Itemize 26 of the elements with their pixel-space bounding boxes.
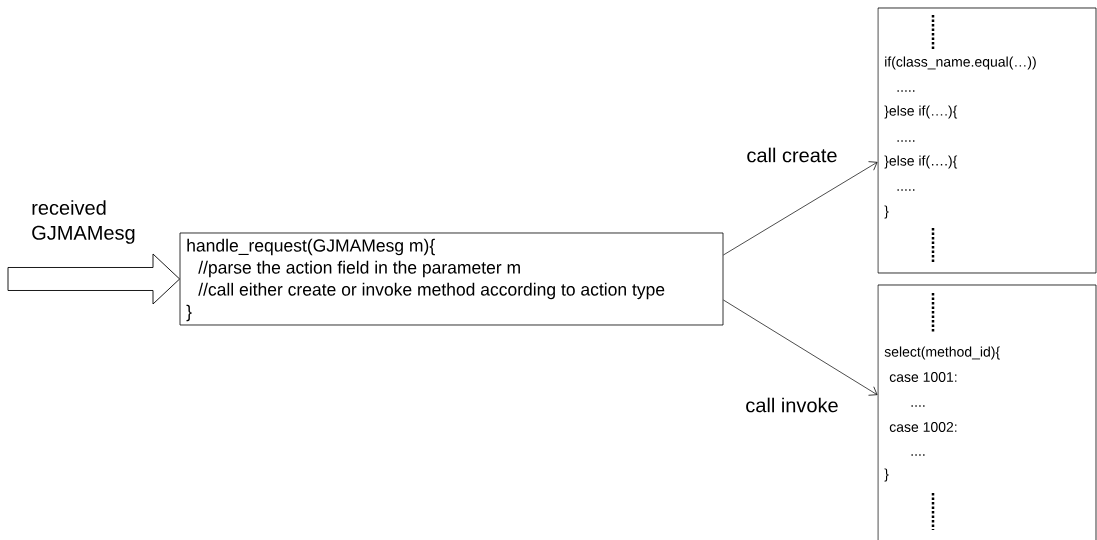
code-line: .... bbox=[911, 454, 925, 456]
edge-label: call invoke bbox=[744, 396, 840, 414]
code-line: case 1001: bbox=[889, 372, 957, 382]
code-line: ..... bbox=[897, 90, 915, 92]
code-box bbox=[179, 232, 724, 326]
code-line: } bbox=[186, 304, 192, 322]
code-box bbox=[877, 7, 1097, 274]
code-line: } bbox=[884, 205, 889, 219]
code-line: } bbox=[884, 468, 889, 482]
code-line: select(method_id){ bbox=[884, 346, 1000, 360]
code-line: if(class_name.equal(…)) bbox=[885, 56, 1036, 70]
code-line: case 1002: bbox=[889, 422, 957, 432]
arrow bbox=[723, 161, 878, 256]
edge-label: received GJMAMesg bbox=[32, 200, 135, 244]
code-line: ..... bbox=[897, 140, 915, 142]
code-line: }else if(….){ bbox=[884, 155, 958, 169]
code-line: //call either create or invoke method according to action type bbox=[198, 282, 665, 300]
code-line: handle_request(GJMAMesg m){ bbox=[187, 238, 435, 256]
code-line: }else if(….){ bbox=[884, 105, 958, 119]
edge-label: call create bbox=[745, 146, 839, 164]
code-line: //parse the action field in the parameter m bbox=[198, 260, 520, 278]
code-line: ..... bbox=[897, 189, 915, 191]
arrow bbox=[723, 299, 878, 396]
code-line: .... bbox=[911, 405, 925, 407]
block-arrow bbox=[7, 253, 181, 305]
code-box bbox=[877, 284, 1097, 540]
